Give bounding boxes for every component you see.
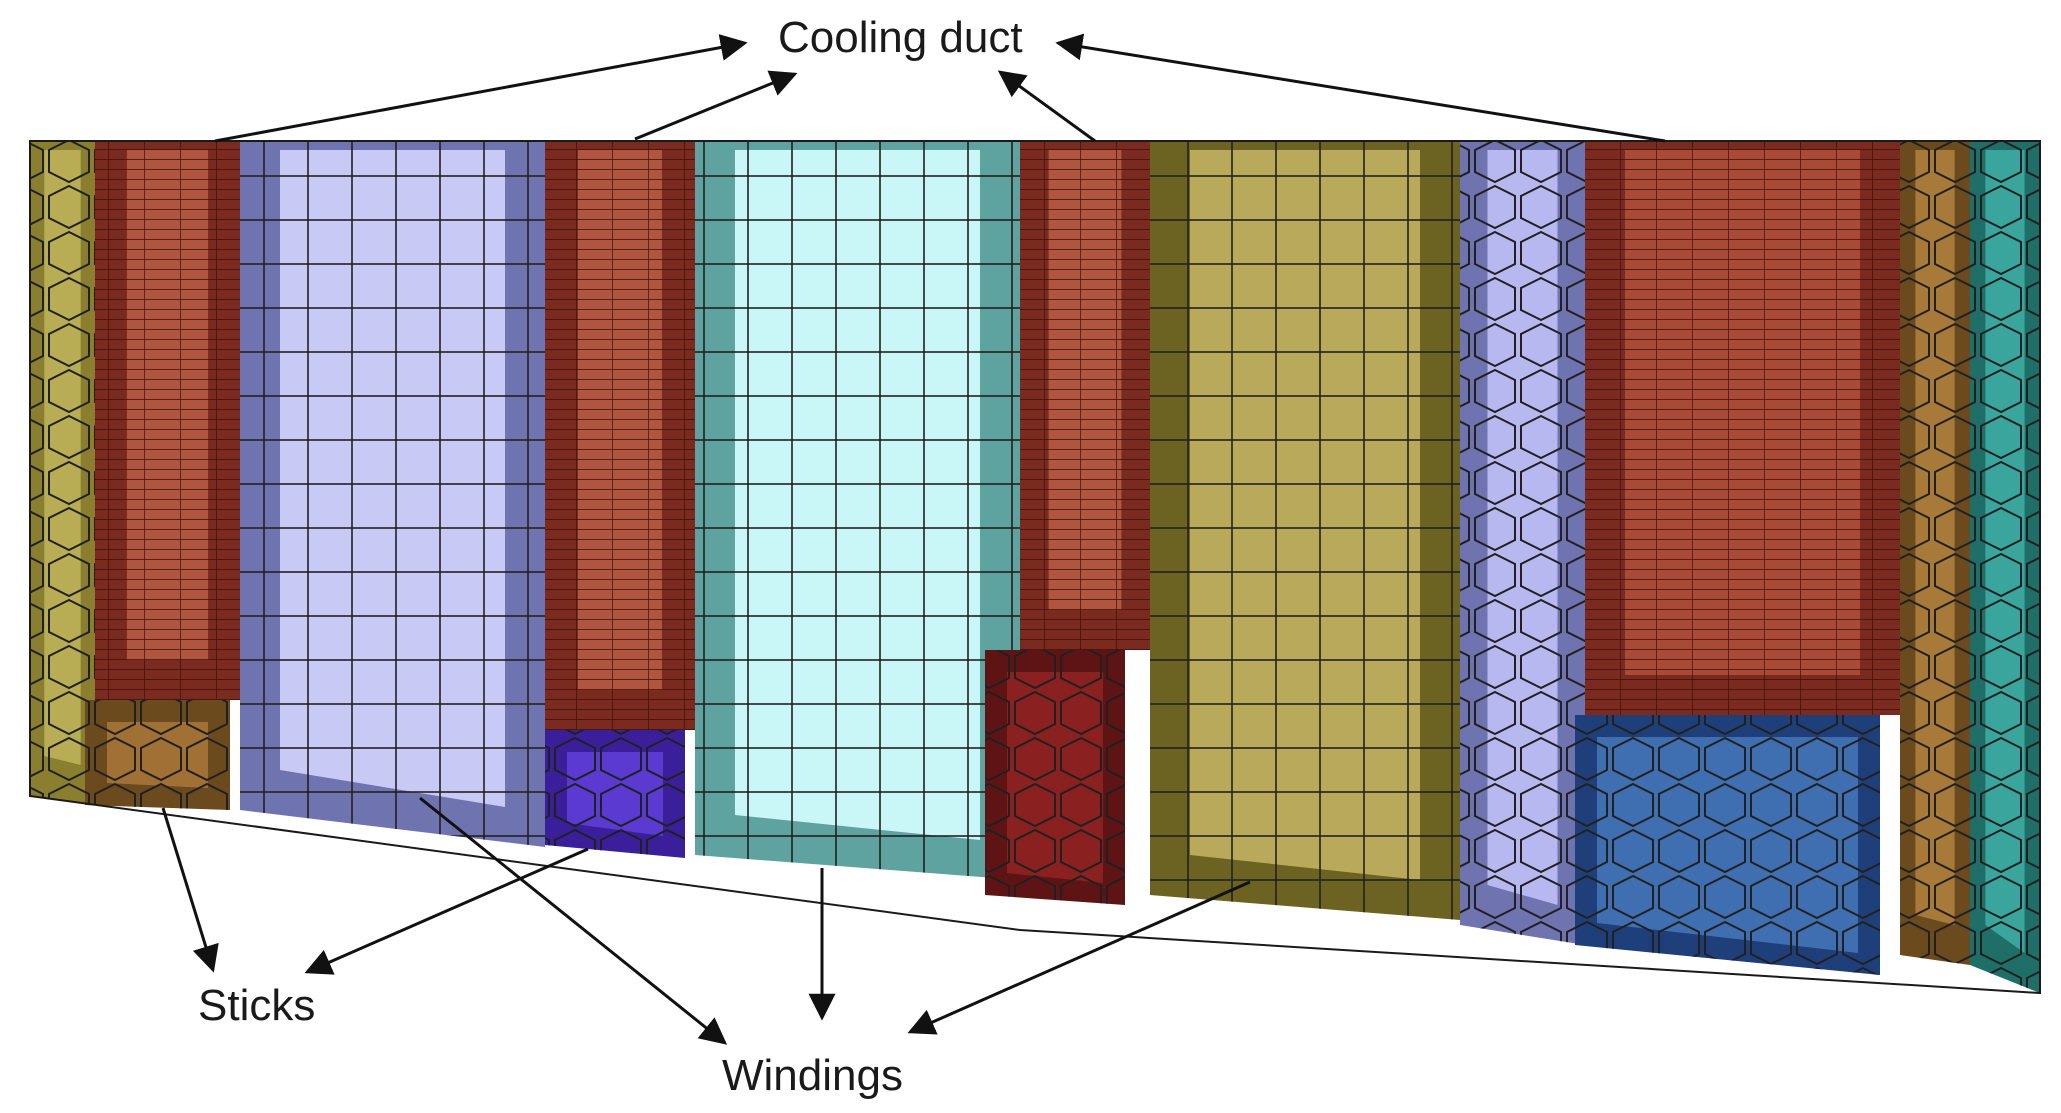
winding-1 [240, 141, 545, 847]
stick-2-mesh [545, 730, 685, 858]
cooling-duct-1-mesh [95, 141, 240, 700]
winding-left-edge-mesh [30, 141, 95, 805]
winding-1-mesh [240, 141, 545, 847]
cooling-duct-3 [1020, 141, 1150, 650]
arrow-windings-3 [907, 880, 1251, 1035]
stick-1 [85, 700, 230, 810]
mesh-sticks [85, 650, 1880, 975]
callout-arrows [161, 33, 1666, 1045]
arrow-sticks-2 [304, 847, 589, 975]
mesh-regions [30, 141, 2040, 993]
arrow-sticks-1 [161, 807, 219, 973]
winding-4-mesh [1460, 141, 1585, 945]
stick-2 [545, 730, 685, 858]
stick-1-mesh [85, 700, 230, 810]
stick-3-mesh [985, 650, 1125, 905]
mesh-outline [29, 140, 2041, 995]
winding-3-mesh [1150, 141, 1460, 920]
winding-3 [1150, 141, 1460, 920]
winding-right-brown [1900, 141, 1970, 965]
winding-2-mesh [695, 141, 1020, 880]
arrow-cooling-duct-1 [214, 34, 748, 143]
stick-4-mesh [1575, 715, 1880, 975]
winding-right-teal [1970, 141, 2040, 993]
cooling-duct-1 [95, 141, 240, 700]
arrow-windings-1 [419, 796, 728, 1045]
cooling-duct-2 [545, 141, 695, 730]
arrow-cooling-duct-3 [997, 70, 1096, 143]
cooling-duct-2-mesh [545, 141, 695, 730]
stick-3 [985, 650, 1125, 905]
winding-4 [1460, 141, 1585, 945]
winding-right-teal-mesh [1970, 141, 2040, 993]
cooling-duct-4 [1585, 141, 1900, 715]
cooling-duct-4-mesh [1585, 141, 1900, 715]
sticks-label: Sticks [198, 981, 315, 1030]
stick-4 [1575, 715, 1880, 975]
cooling-duct-3-mesh [1020, 141, 1150, 650]
winding-right-brown-mesh [1900, 141, 1970, 965]
winding-left-edge [30, 141, 95, 805]
windings-label: Windings [722, 1051, 903, 1100]
arrow-cooling-duct-4 [1055, 33, 1666, 143]
arrow-cooling-duct-2 [634, 70, 798, 141]
cooling-duct-label: Cooling duct [778, 13, 1023, 62]
winding-2 [695, 141, 1020, 880]
